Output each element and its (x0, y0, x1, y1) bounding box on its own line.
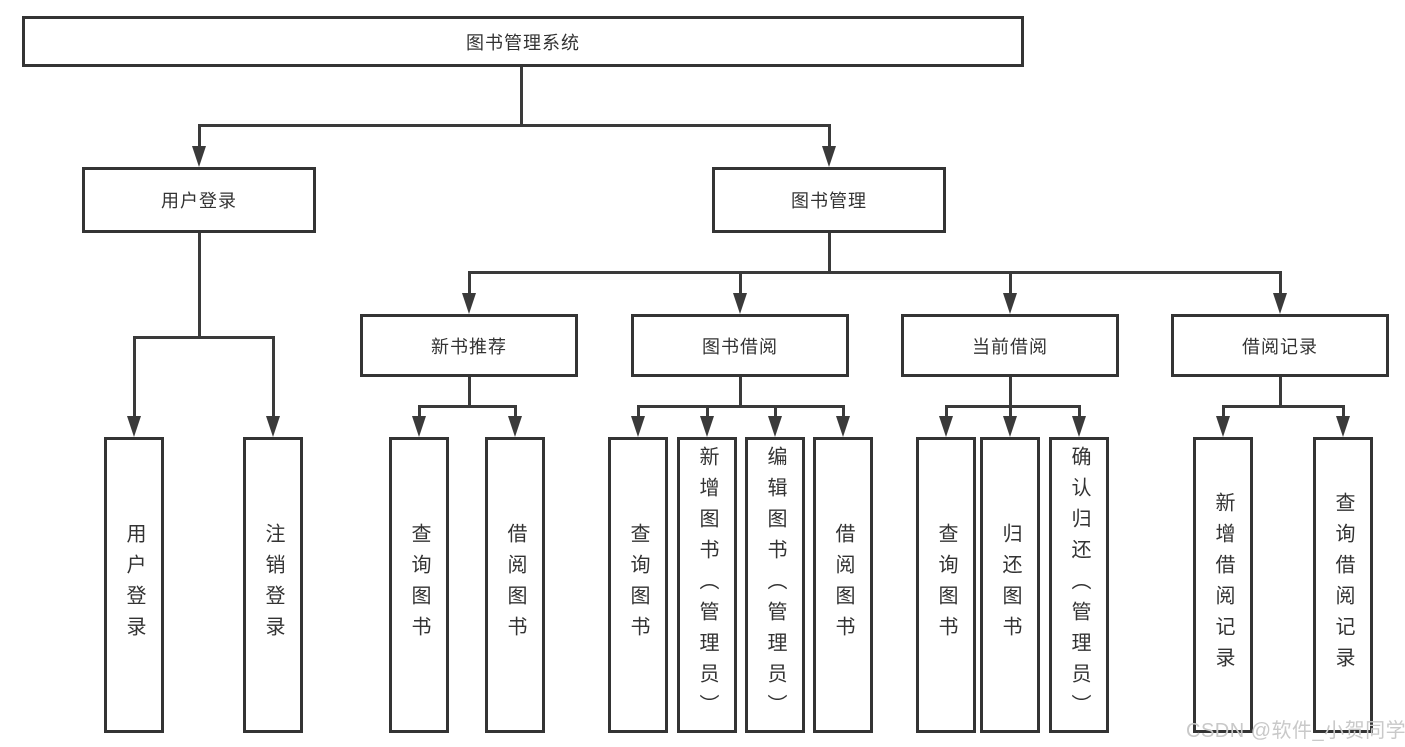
leaf-borrow-add-book-admin-label: 新增图书（管理员） (696, 445, 718, 725)
connector-line (468, 271, 471, 295)
leaf-borrow-borrow-book: 借阅图书 (813, 437, 873, 733)
connector-line (828, 233, 831, 274)
node-new-book-recommend: 新书推荐 (360, 314, 578, 377)
connector-line (945, 405, 1081, 408)
node-library-management-system: 图书管理系统 (22, 16, 1024, 67)
connector-arrow (939, 416, 953, 437)
connector-line (739, 271, 742, 295)
connector-line (774, 405, 777, 417)
connector-line (637, 405, 640, 417)
connector-arrow (1003, 416, 1017, 437)
connector-line (133, 336, 275, 339)
leaf-borrow-add-book-admin: 新增图书（管理员） (677, 437, 737, 733)
connector-line (828, 124, 831, 149)
connector-line (468, 377, 471, 408)
connector-line (520, 67, 523, 127)
leaf-record-add-record: 新增借阅记录 (1193, 437, 1253, 733)
node-current-borrow: 当前借阅 (901, 314, 1119, 377)
connector-line (514, 405, 517, 417)
leaf-record-query-record-label: 查询借阅记录 (1332, 492, 1354, 678)
connector-line (1009, 271, 1012, 295)
connector-line (198, 124, 201, 149)
connector-line (739, 377, 742, 408)
connector-arrow (462, 293, 476, 314)
connector-line (272, 336, 275, 418)
leaf-borrow-edit-book-admin-label: 编辑图书（管理员） (764, 445, 786, 725)
connector-line (198, 124, 831, 127)
connector-line (637, 405, 845, 408)
node-borrow-record: 借阅记录 (1171, 314, 1389, 377)
connector-arrow (127, 416, 141, 437)
leaf-current-query-book: 查询图书 (916, 437, 976, 733)
connector-arrow (192, 146, 206, 167)
connector-arrow (836, 416, 850, 437)
connector-arrow (631, 416, 645, 437)
connector-arrow (733, 293, 747, 314)
leaf-current-return-book-label: 归还图书 (999, 523, 1021, 647)
connector-line (1222, 405, 1225, 417)
connector-arrow (1216, 416, 1230, 437)
leaf-current-return-book: 归还图书 (980, 437, 1040, 733)
connector-line (468, 271, 1282, 274)
connector-arrow (266, 416, 280, 437)
connector-arrow (1003, 293, 1017, 314)
leaf-current-confirm-return-admin-label: 确认归还（管理员） (1068, 445, 1090, 725)
leaf-recommend-query-book-label: 查询图书 (408, 523, 430, 647)
connector-arrow (768, 416, 782, 437)
connector-arrow (1336, 416, 1350, 437)
connector-line (198, 233, 201, 339)
connector-line (1009, 377, 1012, 408)
leaf-logout: 注销登录 (243, 437, 303, 733)
connector-arrow (700, 416, 714, 437)
leaf-record-query-record: 查询借阅记录 (1313, 437, 1373, 733)
leaf-borrow-query-book-label: 查询图书 (627, 523, 649, 647)
leaf-user-login-label: 用户登录 (123, 523, 145, 647)
leaf-borrow-query-book: 查询图书 (608, 437, 668, 733)
connector-line (945, 405, 948, 417)
connector-arrow (1273, 293, 1287, 314)
connector-arrow (508, 416, 522, 437)
connector-line (842, 405, 845, 417)
leaf-user-login: 用户登录 (104, 437, 164, 733)
connector-arrow (1072, 416, 1086, 437)
node-book-borrow: 图书借阅 (631, 314, 849, 377)
connector-line (418, 405, 517, 408)
leaf-recommend-borrow-book-label: 借阅图书 (504, 523, 526, 647)
leaf-borrow-edit-book-admin: 编辑图书（管理员） (745, 437, 805, 733)
connector-line (1279, 377, 1282, 408)
connector-line (133, 336, 136, 418)
connector-line (1078, 405, 1081, 417)
csdn-watermark: CSDN @软件_小贺同学 (1186, 720, 1405, 742)
node-user-login: 用户登录 (82, 167, 316, 233)
connector-line (1342, 405, 1345, 417)
node-book-management: 图书管理 (712, 167, 946, 233)
connector-line (1279, 271, 1282, 295)
leaf-recommend-query-book: 查询图书 (389, 437, 449, 733)
connector-line (1222, 405, 1345, 408)
leaf-borrow-borrow-book-label: 借阅图书 (832, 523, 854, 647)
connector-line (706, 405, 709, 417)
leaf-current-query-book-label: 查询图书 (935, 523, 957, 647)
connector-arrow (822, 146, 836, 167)
leaf-current-confirm-return-admin: 确认归还（管理员） (1049, 437, 1109, 733)
leaf-recommend-borrow-book: 借阅图书 (485, 437, 545, 733)
leaf-record-add-record-label: 新增借阅记录 (1212, 492, 1234, 678)
connector-arrow (412, 416, 426, 437)
connector-line (1009, 405, 1012, 417)
leaf-logout-label: 注销登录 (262, 523, 284, 647)
connector-line (418, 405, 421, 417)
